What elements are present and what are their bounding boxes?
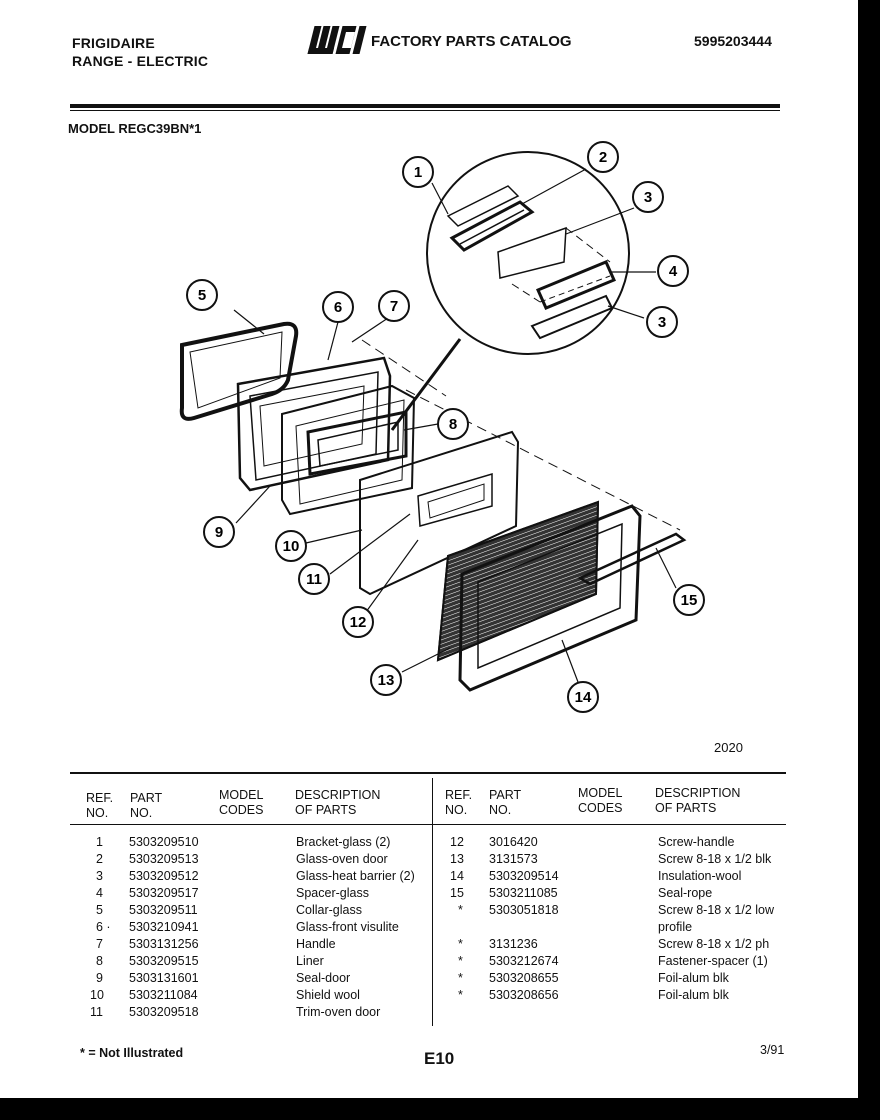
detail-magnifier: [426, 151, 630, 355]
header-rule-thick: [70, 104, 780, 108]
callout-15: 3: [646, 306, 678, 338]
manufacturer-block: FRIGIDAIRE RANGE - ELECTRIC: [72, 34, 208, 70]
callout-3-top: 1: [402, 156, 434, 188]
catalog-number: 5995203444: [694, 33, 772, 49]
callout-11: 14: [567, 681, 599, 713]
svg-text:3: 3: [658, 314, 666, 331]
product-type: RANGE - ELECTRIC: [72, 53, 209, 69]
callout-10: 10: [275, 530, 307, 562]
svg-text:8: 8: [449, 416, 457, 433]
page-code: E10: [424, 1049, 455, 1068]
table-top-rule: [70, 772, 786, 774]
svg-text:1: 1: [414, 164, 422, 181]
svg-text:7: 7: [390, 298, 398, 315]
svg-text:3: 3: [644, 189, 652, 206]
model-number: MODEL REGC39BN*1: [68, 121, 202, 136]
callout-7: 15: [673, 584, 705, 616]
svg-text:15: 15: [681, 592, 698, 609]
callout-13: 9: [203, 516, 235, 548]
callout-4: 2: [587, 141, 619, 173]
callout-12: 7: [378, 290, 410, 322]
callout-3-right: 3: [632, 181, 664, 213]
catalog-page: FRIGIDAIRE RANGE - ELECTRIC FACTORY PART…: [0, 0, 858, 1098]
callout-5: 4: [657, 255, 689, 287]
figure-number: 2020: [714, 740, 743, 755]
manufacturer-name: FRIGIDAIRE: [72, 35, 155, 51]
table-column-divider: [432, 778, 433, 1026]
callout-6: 13: [370, 664, 402, 696]
revision-date: 3/91: [760, 1043, 785, 1057]
table-header-rule: [70, 824, 786, 825]
callout-1: 11: [298, 563, 330, 595]
header-rule-thin: [70, 110, 780, 111]
svg-text:6: 6: [334, 299, 342, 316]
catalog-title: FACTORY PARTS CATALOG: [371, 33, 572, 50]
callout-14: 8: [437, 408, 469, 440]
svg-text:12: 12: [350, 614, 367, 631]
svg-text:9: 9: [215, 524, 223, 541]
callout-9: 5: [186, 279, 218, 311]
wci-logo: [307, 26, 367, 54]
svg-text:4: 4: [669, 263, 678, 280]
svg-text:10: 10: [283, 538, 300, 555]
svg-text:14: 14: [575, 689, 592, 706]
svg-text:2: 2: [599, 149, 607, 166]
callout-8: 6: [322, 291, 354, 323]
exploded-parts-diagram: 1 2 3 4 3 5 6 7 8 9 10 11 12 13 14 15: [179, 141, 705, 713]
svg-text:13: 13: [378, 672, 395, 689]
callout-2: 12: [342, 606, 374, 638]
svg-text:5: 5: [198, 287, 206, 304]
svg-text:11: 11: [306, 571, 322, 588]
not-illustrated-note: * = Not Illustrated: [80, 1046, 184, 1060]
